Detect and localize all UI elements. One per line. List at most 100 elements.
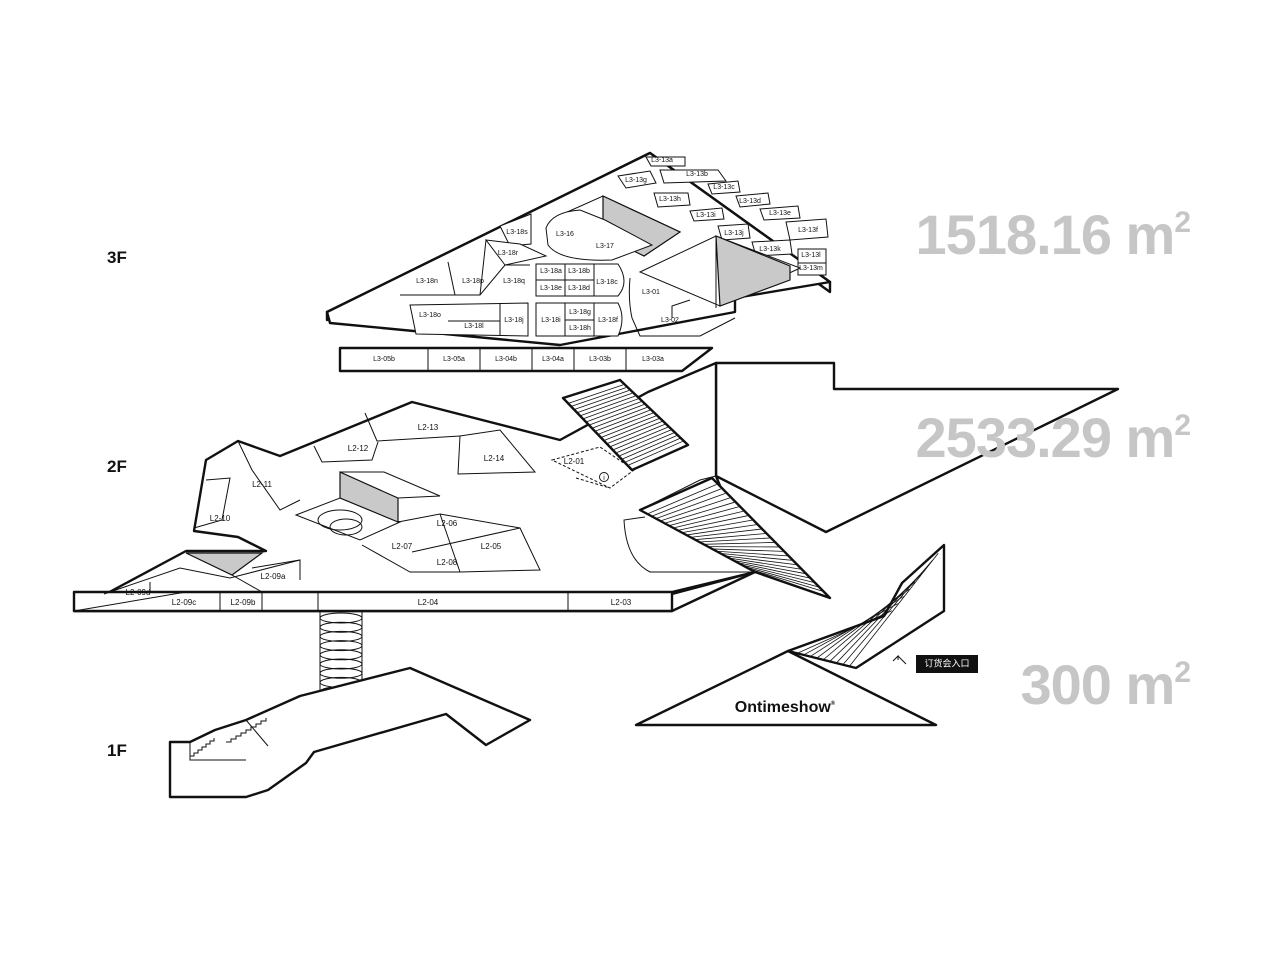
unit-label: L3-13i	[696, 212, 716, 219]
unit-label: L2-03	[611, 598, 632, 607]
stair-step	[650, 488, 722, 517]
floor-label-3f: 3F	[107, 248, 127, 267]
stair-step	[663, 501, 735, 524]
entrance-label: 订货会入口	[924, 658, 969, 670]
stair-step	[625, 437, 681, 463]
unit-label: L3-16	[556, 231, 574, 238]
unit-label: L3-18e	[540, 285, 562, 292]
brand-label: Ontimeshow®	[735, 699, 836, 716]
stair-step	[628, 440, 684, 466]
stair-step	[742, 564, 815, 584]
unit-label: L3-18p	[462, 278, 484, 285]
stair-step	[607, 421, 663, 444]
stair-step	[672, 510, 744, 529]
unit-label: L2-09a	[261, 572, 286, 581]
unit-label: L3-17	[596, 243, 614, 250]
unit-label: L3-02	[661, 317, 679, 324]
unit-label: L3-13c	[713, 184, 735, 191]
unit-label: L3-13a	[651, 157, 673, 164]
unit-label: L3-13j	[724, 230, 744, 237]
unit-label: L2-09c	[172, 598, 196, 607]
spiral-coil	[319, 658, 363, 670]
unit-label: L2-12	[348, 444, 369, 453]
area-1f: 300 m2	[1021, 653, 1191, 716]
unit-label: L2-09b	[231, 598, 256, 607]
stair-step	[703, 542, 775, 545]
unit-label: L2-09d	[126, 588, 151, 597]
unit-label: L2-01	[564, 457, 585, 466]
unit-label: L2-08	[437, 558, 458, 567]
unit-label: L3-13b	[686, 171, 708, 178]
unit-label: L3-18a	[540, 268, 562, 275]
floor-1f	[168, 666, 532, 799]
stair-step	[580, 395, 636, 416]
floor-annotations: 3F 2F 1F 1518.16 m2 2533.29 m2 300 m2	[107, 203, 1191, 760]
stair-step	[616, 429, 672, 453]
stair-step	[598, 412, 654, 435]
stair-step	[690, 528, 762, 538]
stair-step	[601, 415, 657, 438]
unit-label: L3-13h	[659, 196, 681, 203]
unit-label: L3-13g	[625, 177, 647, 184]
floor-2f	[72, 361, 1120, 613]
stair-step	[595, 409, 651, 432]
unit-label: L2-07	[392, 542, 413, 551]
corridor-unit-label: L3-04a	[542, 356, 564, 363]
unit-label: L3-18j	[504, 317, 524, 324]
stair-step	[681, 519, 753, 534]
stair-step	[849, 552, 939, 667]
corridor-unit-label: L3-04b	[495, 356, 517, 363]
unit-label: L3-18n	[416, 278, 438, 285]
stair-step	[571, 387, 627, 407]
stair-step	[668, 506, 739, 527]
corridor-3f	[338, 346, 714, 373]
floor-3f	[325, 151, 832, 347]
unit-label: L3-18i	[541, 317, 561, 324]
floor-label-1f: 1F	[107, 741, 127, 760]
unit-label: L2-13	[418, 423, 439, 432]
unit-label: L3-13f	[798, 227, 818, 234]
stair-step	[725, 555, 797, 566]
stair-step	[655, 493, 726, 520]
stair-step	[734, 560, 806, 575]
unit-label: L3-18r	[498, 250, 519, 257]
unit-label: L2-04	[418, 598, 439, 607]
unit-label: L2-10	[210, 514, 231, 523]
unit-label: L3-18b	[568, 268, 590, 275]
stair-step	[592, 406, 648, 429]
unit-label: L2-05	[481, 542, 502, 551]
unit-label: L2-06	[437, 519, 458, 528]
spiral-coil	[319, 612, 363, 624]
stair-step	[842, 560, 933, 666]
unit-label: L3-18d	[568, 285, 590, 292]
stair-step	[583, 398, 639, 419]
stair-step	[729, 557, 802, 570]
info-icon: i	[603, 475, 605, 482]
stair-step	[747, 566, 820, 588]
corridor-unit-label: L3-03a	[642, 356, 664, 363]
unit-label: L3-18q	[503, 278, 525, 285]
stair-step	[659, 497, 730, 522]
unit-label: L3-18l	[464, 323, 484, 330]
stair-step	[577, 392, 633, 413]
unit-label: L3-18s	[506, 229, 528, 236]
stairs-2f-1f	[638, 476, 832, 600]
stair-step	[712, 548, 784, 552]
unit-label: L3-13l	[801, 252, 821, 259]
spiral-coil	[319, 667, 363, 679]
spiral-coil	[319, 649, 363, 661]
stair-step	[586, 401, 642, 423]
unit-label: L3-18h	[569, 325, 591, 332]
stair-step	[751, 569, 824, 592]
area-2f: 2533.29 m2	[916, 406, 1191, 469]
unit-label: L3-01	[642, 289, 660, 296]
stair-step	[698, 537, 771, 543]
spiral-coil	[319, 640, 363, 652]
entrance-tag: 订货会入口	[892, 654, 978, 673]
area-3f: 1518.16 m2	[916, 203, 1191, 266]
unit-label: L2-11	[252, 480, 272, 489]
stair-step	[610, 423, 666, 447]
stair-step	[574, 390, 630, 410]
stair-step	[568, 384, 624, 404]
